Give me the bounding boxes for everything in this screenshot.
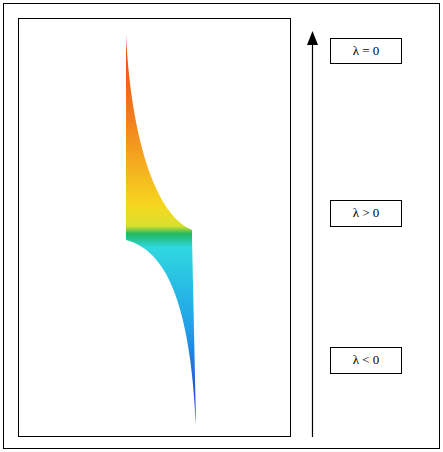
label-box: λ < 0: [330, 347, 402, 374]
axis-line: [312, 44, 313, 437]
surface-lower: [126, 238, 196, 425]
surface-panel: [19, 19, 291, 437]
label-box: λ = 0: [330, 38, 402, 64]
label-box: λ > 0: [330, 200, 402, 227]
parameter-label: λ > 0: [353, 205, 380, 221]
parameter-label: λ < 0: [353, 352, 380, 368]
outer-frame: [4, 4, 440, 449]
surface-upper: [126, 35, 192, 240]
axis-arrowhead: [307, 31, 318, 45]
parameter-label: λ = 0: [353, 43, 380, 59]
